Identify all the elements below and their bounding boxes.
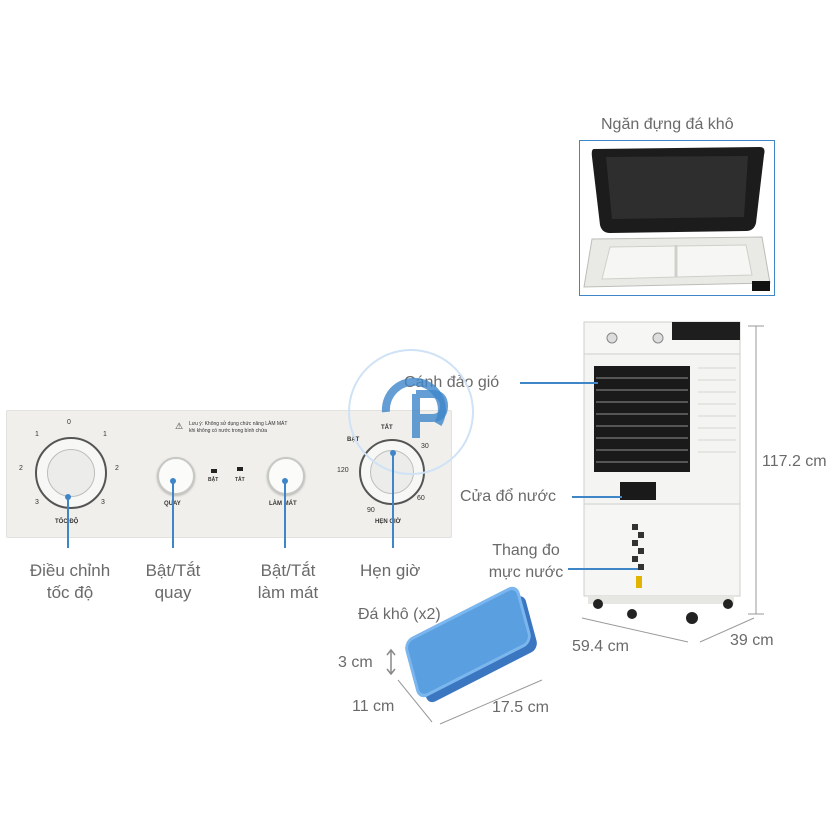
timer-on-label: BẬT <box>347 437 360 443</box>
swing-button[interactable] <box>157 457 195 495</box>
timer-leader-line <box>392 452 394 548</box>
warning-line2: khi không có nước trong bình chứa <box>189 428 268 434</box>
cooling-label-line1: Bật/Tắt <box>260 561 316 580</box>
swing-label-line1: Bật/Tắt <box>145 561 201 580</box>
warning-line1: Lưu ý: Không sử dụng chức năng LÀM MÁT <box>189 421 288 427</box>
indicator-off-label: TẮT <box>235 477 245 483</box>
ice-dimension-lines <box>397 679 543 725</box>
speed-tick-left-3: 3 <box>35 499 39 506</box>
height-dimension-label: 117.2 cm <box>762 453 827 470</box>
air-cooler-image <box>583 321 741 624</box>
warning-triangle-icon: ⚠ <box>175 421 184 431</box>
ice-compartment-frame <box>579 140 775 296</box>
swing-label-line2: quay <box>154 583 192 602</box>
speed-label-line1: Điều chỉnh <box>29 561 111 580</box>
control-panel: 0 1 2 3 1 2 3 TỐC ĐỘ ⚠ Lưu ý: Không sử d… <box>6 410 452 538</box>
depth-dimension-label: 39 cm <box>730 632 774 649</box>
speed-knob[interactable] <box>35 437 107 509</box>
ice-width-label: 11 cm <box>352 698 395 715</box>
louver-leader-line <box>520 382 598 384</box>
timer-label: Hẹn giờ <box>360 561 421 580</box>
speed-leader-line <box>67 496 69 548</box>
indicator-on-mark <box>211 469 217 473</box>
indicator-on-label: BẬT <box>208 477 219 483</box>
speed-knob-dial <box>47 449 95 497</box>
cooling-leader-line <box>284 480 286 548</box>
speed-leader-dot <box>65 494 71 500</box>
timer-tick-60: 60 <box>417 495 425 502</box>
ice-compartment-label: Ngăn đựng đá khô <box>601 116 734 133</box>
ice-thickness-arrow <box>386 648 396 676</box>
cooling-label-line2: làm mát <box>257 583 319 602</box>
speed-label-line2: tốc độ <box>46 583 94 602</box>
ice-thickness-label: 3 cm <box>338 654 373 671</box>
water-gauge-label-line2: mực nước <box>488 564 564 581</box>
cooling-label: Bật/Tắt làm mát <box>240 560 336 604</box>
speed-tick-left-2: 2 <box>19 465 23 472</box>
timer-leader-dot <box>390 450 396 456</box>
swing-leader-dot <box>170 478 176 484</box>
speed-tick-1: 1 <box>103 431 107 438</box>
speed-knob-caption: TỐC ĐỘ <box>55 519 79 525</box>
ice-compartment-image <box>583 147 771 291</box>
cooling-leader-dot <box>282 478 288 484</box>
water-gauge-label: Thang đo mực nước <box>482 540 570 584</box>
speed-tick-left-1: 1 <box>35 431 39 438</box>
width-dimension-label: 59.4 cm <box>572 638 629 655</box>
swing-label: Bật/Tắt quay <box>130 560 216 604</box>
water-door-label: Cửa đổ nước <box>460 488 556 505</box>
water-gauge-label-line1: Thang đo <box>492 542 560 559</box>
timer-tick-90: 90 <box>367 507 375 514</box>
dimension-lines <box>581 325 764 643</box>
cooling-button[interactable] <box>267 457 305 495</box>
timer-knob-caption: HẸN GIỜ <box>375 519 401 525</box>
timer-tick-30: 30 <box>421 443 429 450</box>
speed-tick-3: 3 <box>101 499 105 506</box>
speed-tick-0: 0 <box>67 419 71 426</box>
speed-tick-2: 2 <box>115 465 119 472</box>
swing-leader-line <box>172 480 174 548</box>
water-door-leader-line <box>572 496 622 498</box>
ice-length-label: 17.5 cm <box>492 699 549 716</box>
tp-logo-watermark <box>348 349 474 475</box>
timer-tick-120: 120 <box>337 467 349 474</box>
indicator-off-mark <box>237 467 243 471</box>
cooling-button-caption: LÀM MÁT <box>269 501 297 507</box>
ice-pack-label: Đá khô (x2) <box>358 606 441 623</box>
water-gauge-leader-line <box>568 568 638 570</box>
timer-off-label: TẮT <box>381 425 393 431</box>
speed-label: Điều chỉnh tốc độ <box>18 560 122 604</box>
